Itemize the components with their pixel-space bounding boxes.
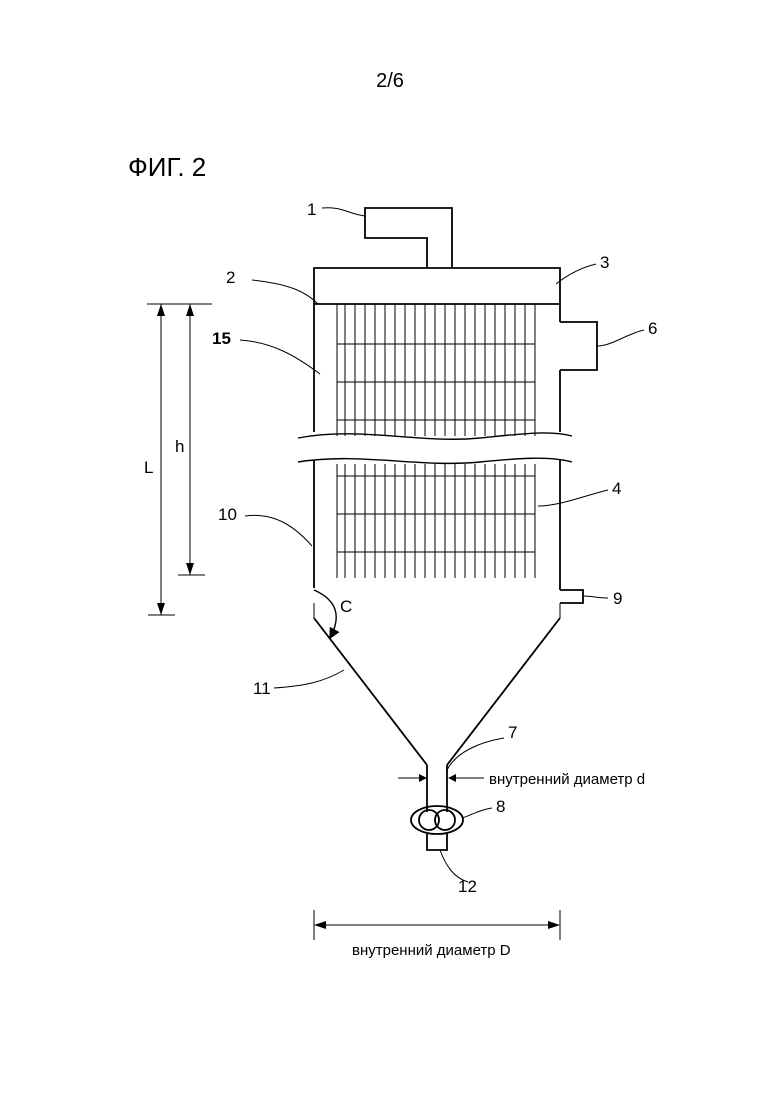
label-9: 9 (613, 589, 622, 608)
label-c: C (340, 597, 352, 616)
break-line-bottom (298, 458, 572, 463)
dimension-D (314, 910, 560, 940)
nozzle-9 (560, 590, 583, 603)
inner-diameter-D-label: внутренний диаметр D (352, 942, 511, 959)
label-2: 2 (226, 268, 235, 287)
label-10: 10 (218, 505, 237, 524)
leader-3 (556, 264, 596, 284)
leader-15 (240, 340, 320, 374)
leader-6 (597, 330, 644, 346)
label-h: h (175, 437, 184, 456)
leader-1 (322, 208, 365, 216)
label-7: 7 (508, 723, 517, 742)
leader-11 (274, 670, 344, 688)
tube-bundle-lower (337, 464, 535, 578)
discharge-pipe (427, 834, 447, 850)
side-outlet (560, 322, 597, 370)
rotary-valve (411, 806, 463, 834)
angle-c-arc (314, 590, 336, 638)
label-6: 6 (648, 319, 657, 338)
label-L: L (144, 458, 153, 477)
top-chamber (314, 268, 560, 304)
cone-right (447, 618, 560, 765)
inner-diameter-d-label: внутренний диаметр d (489, 771, 645, 788)
leader-2 (252, 280, 318, 304)
inlet-pipe (365, 208, 452, 268)
label-4: 4 (612, 479, 621, 498)
leader-10 (245, 515, 312, 546)
label-15: 15 (212, 329, 231, 348)
leader-9 (583, 596, 608, 598)
label-11: 11 (253, 679, 271, 698)
cone-left (314, 618, 427, 765)
label-1: 1 (307, 200, 316, 219)
leader-4 (538, 490, 608, 506)
label-8: 8 (496, 797, 505, 816)
tube-bundle-upper (337, 304, 535, 436)
label-3: 3 (600, 253, 609, 272)
leader-8 (462, 808, 492, 818)
label-12: 12 (458, 877, 477, 896)
dimension-L (147, 304, 212, 615)
